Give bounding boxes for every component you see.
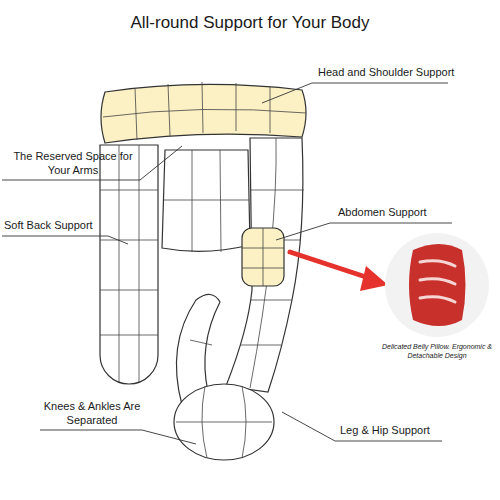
diagram-title: All-round Support for Your Body xyxy=(0,12,500,33)
quilt-line xyxy=(251,190,304,191)
quilt-line xyxy=(242,228,284,286)
quilt-line xyxy=(100,240,158,241)
pillow-rib xyxy=(420,279,455,284)
callout-label: Abdomen Support xyxy=(338,206,458,220)
leader-line xyxy=(40,430,196,444)
detail-caption: Delicated Belly Pillow. Ergonomic & Deta… xyxy=(380,343,494,361)
pillow-rib xyxy=(420,261,455,266)
quilt-line xyxy=(100,335,158,336)
quilt-line xyxy=(242,386,246,458)
quilt-line xyxy=(103,109,306,117)
quilt-line xyxy=(100,290,158,291)
back-tube xyxy=(100,145,158,384)
quilt-line xyxy=(220,150,221,252)
knee-knob xyxy=(174,384,274,460)
quilt-line xyxy=(192,150,193,252)
callout-label: The Reserved Space for Your Arms xyxy=(4,150,142,178)
leader-line xyxy=(2,236,128,244)
callout-label: Head and Shoulder Support xyxy=(318,66,488,80)
leader-lines xyxy=(2,83,452,444)
leader-line xyxy=(262,83,448,103)
quilt-line xyxy=(240,345,281,346)
quilt-line xyxy=(190,340,212,345)
quilt-line xyxy=(100,190,158,191)
head-band xyxy=(101,84,306,143)
quilt-line xyxy=(139,145,140,382)
quilt-line xyxy=(250,300,292,301)
arrow-head xyxy=(360,266,388,291)
quilt-line xyxy=(202,386,207,458)
middle-tube xyxy=(162,150,250,251)
quilt-line xyxy=(176,422,272,423)
quilt-line xyxy=(168,84,170,136)
callout-label: Leg & Hip Support xyxy=(340,424,450,438)
pillow-ribs xyxy=(420,261,455,302)
detail-circle xyxy=(385,233,489,337)
belly-pillow xyxy=(409,244,466,326)
abdomen-pillow xyxy=(242,228,284,286)
quilt-line xyxy=(164,200,249,201)
quilt-line xyxy=(270,86,271,133)
leader-line xyxy=(276,223,452,240)
pillow-rib xyxy=(420,297,455,302)
quilt-line xyxy=(135,88,137,140)
leader-line xyxy=(2,146,182,180)
callout-label: Soft Back Support xyxy=(4,219,114,233)
pointer-arrow xyxy=(290,252,372,279)
quilt-line xyxy=(236,83,237,131)
quilt-line xyxy=(119,145,120,382)
quilt-line xyxy=(202,82,203,133)
callout-label: Knees & Ankles Are Separated xyxy=(40,400,144,428)
